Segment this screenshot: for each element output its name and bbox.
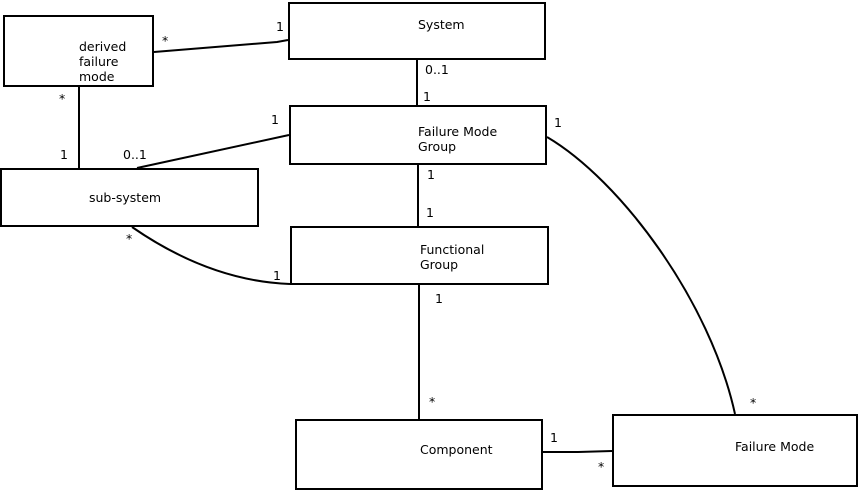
multiplicity-derived-failure-mode--system-to-end: 1	[276, 19, 284, 34]
class-box-component: Component	[295, 419, 543, 490]
association-failure-mode-group--failure-mode	[546, 136, 736, 415]
multiplicity-system--failure-mode-group-from-end: 0..1	[425, 62, 449, 77]
association-sub-system--functional-group	[131, 226, 291, 285]
class-box-failure-mode-group: Failure Mode Group	[289, 105, 547, 165]
multiplicity-failure-mode-group--failure-mode-from-end: 1	[554, 115, 562, 130]
multiplicity-failure-mode-group--functional-group-from-end: 1	[427, 167, 435, 182]
class-box-system: System	[288, 2, 546, 60]
multiplicity-sub-system--failure-mode-group-from-end: 0..1	[123, 147, 147, 162]
multiplicity-sub-system--functional-group-from-end: *	[126, 231, 133, 246]
multiplicity-sub-system--failure-mode-group-to-end: 1	[271, 112, 279, 127]
multiplicity-failure-mode-group--functional-group-to-end: 1	[426, 205, 434, 220]
class-box-failure-mode: Failure Mode	[612, 414, 858, 487]
multiplicity-derived-failure-mode--system-from-end: *	[162, 33, 169, 48]
multiplicity-component--failure-mode-to-end: *	[598, 459, 605, 474]
association-derived-failure-mode--system	[153, 39, 289, 53]
multiplicity-derived-failure-mode--sub-system-from-end: *	[59, 91, 66, 106]
class-name-sub-system: sub-system	[89, 190, 162, 205]
class-box-sub-system: sub-system	[0, 168, 259, 227]
class-box-derived-failure-mode: derived failure mode	[3, 15, 154, 87]
class-name-component: Component	[420, 442, 493, 457]
association-component--failure-mode	[543, 450, 613, 453]
class-box-functional-group: Functional Group	[290, 226, 549, 285]
class-name-derived-failure-mode: derived failure mode	[79, 39, 127, 84]
multiplicity-sub-system--functional-group-to-end: 1	[273, 268, 281, 283]
association-sub-system--failure-mode-group	[136, 134, 290, 169]
multiplicity-functional-group--component-from-end: 1	[435, 291, 443, 306]
class-name-failure-mode-group: Failure Mode Group	[418, 124, 498, 154]
multiplicity-failure-mode-group--failure-mode-to-end: *	[750, 395, 757, 410]
class-name-failure-mode: Failure Mode	[735, 439, 815, 454]
class-name-system: System	[418, 17, 465, 32]
multiplicity-system--failure-mode-group-to-end: 1	[423, 89, 431, 104]
multiplicity-derived-failure-mode--sub-system-to-end: 1	[60, 147, 68, 162]
class-name-functional-group: Functional Group	[420, 242, 485, 272]
multiplicity-component--failure-mode-from-end: 1	[550, 430, 558, 445]
multiplicity-functional-group--component-to-end: *	[429, 394, 436, 409]
